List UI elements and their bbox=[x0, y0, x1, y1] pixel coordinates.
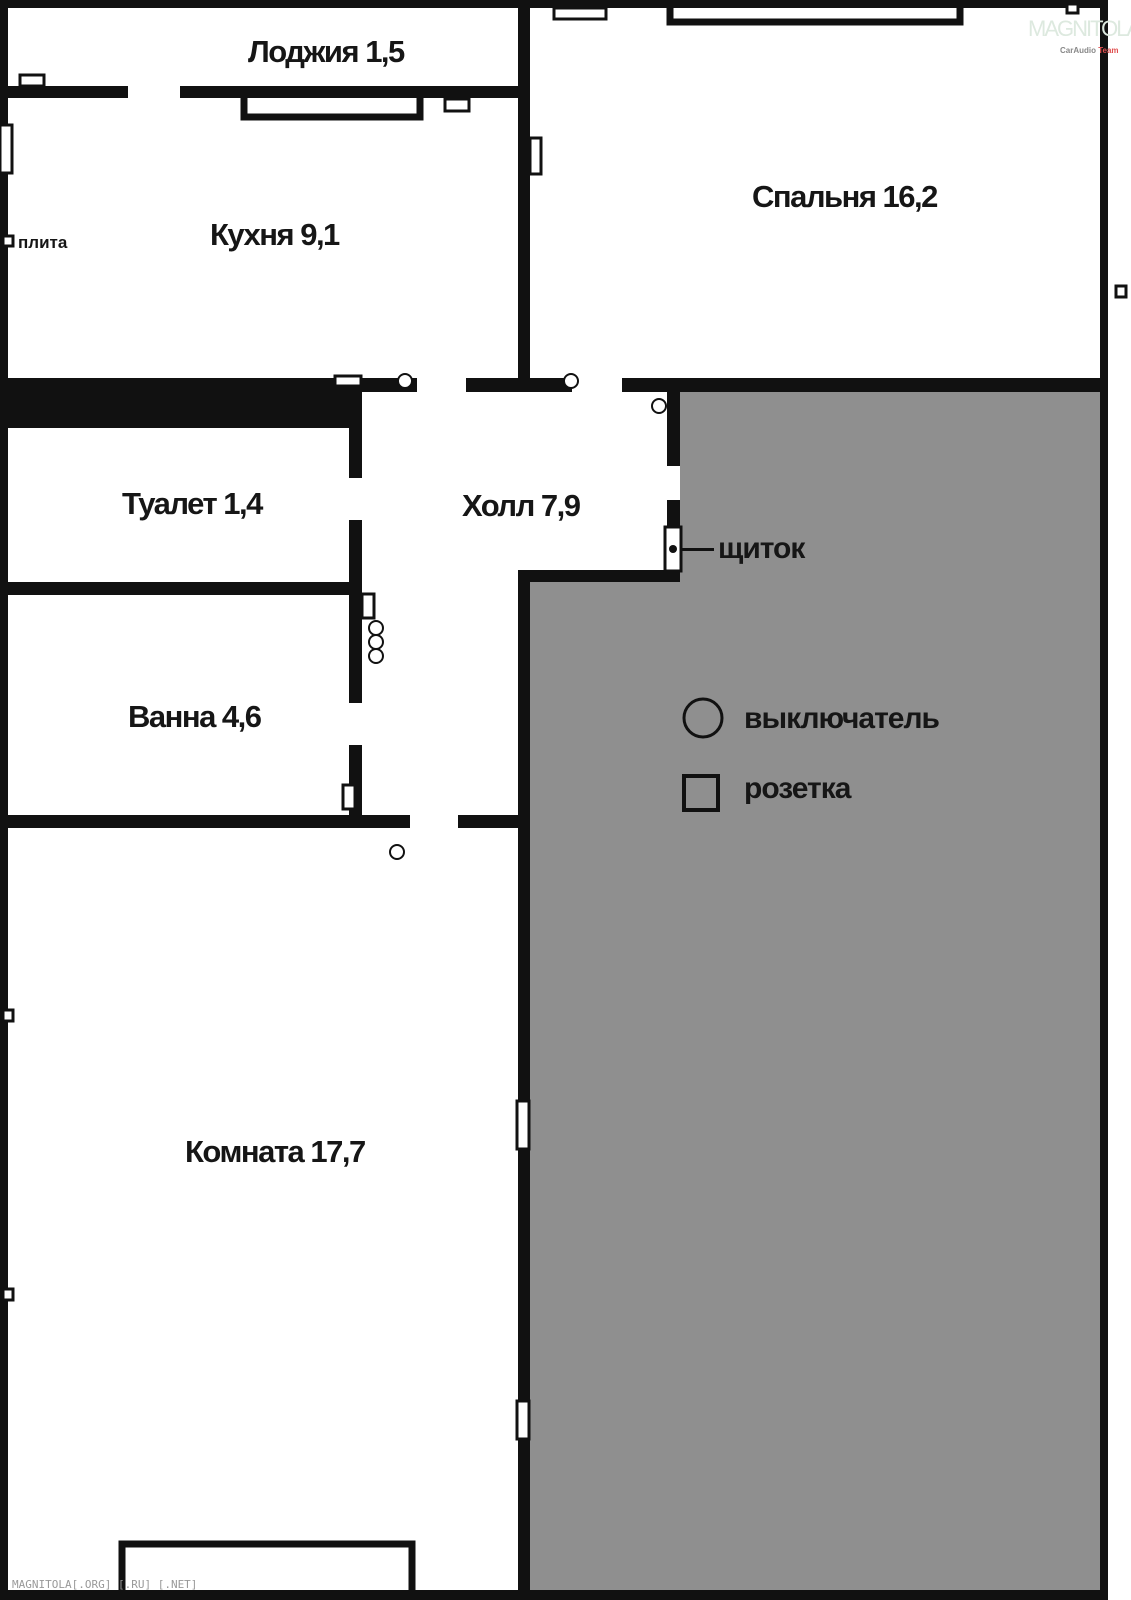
outlet-icon bbox=[528, 136, 543, 176]
watermark: MAGNITOLA[.ORG] [.RU] [.NET] bbox=[12, 1578, 197, 1591]
logo-name: MAGNITOLA bbox=[1028, 16, 1131, 41]
room-label-bath: Ванна 4,6 bbox=[128, 699, 262, 734]
switch-icon bbox=[368, 634, 384, 650]
room-label-toilet: Туалет 1,4 bbox=[122, 486, 264, 521]
switch-icon bbox=[368, 648, 384, 664]
outlet-icon bbox=[333, 374, 363, 388]
switch-icon bbox=[389, 844, 405, 860]
outlet-icon bbox=[360, 592, 376, 620]
electrical-panel-icon bbox=[663, 525, 714, 573]
stove-label: плита bbox=[18, 233, 68, 252]
room-label-bedroom: Спальня 16,2 bbox=[752, 179, 937, 214]
panel-label: щиток bbox=[718, 532, 806, 565]
outlet-icon bbox=[18, 73, 46, 88]
window-kitchen bbox=[240, 88, 424, 121]
outlet-icon bbox=[1, 1287, 15, 1302]
window-bedroom bbox=[666, 0, 964, 26]
outlet-icon bbox=[515, 1099, 531, 1151]
outlet-icon bbox=[341, 783, 357, 811]
room-label-kitchen: Кухня 9,1 bbox=[210, 217, 340, 252]
window-room bbox=[118, 1540, 416, 1598]
outlet-icon bbox=[1065, 2, 1080, 15]
outlet-icon bbox=[443, 97, 471, 113]
room-label-hall: Холл 7,9 bbox=[462, 488, 581, 523]
legend-switch-icon bbox=[682, 697, 724, 739]
switch-icon bbox=[651, 398, 667, 414]
outlet-icon bbox=[1, 1008, 15, 1023]
room-label-loggia: Лоджия 1,5 bbox=[248, 34, 405, 69]
outlet-icon bbox=[552, 6, 608, 21]
outlet-icon bbox=[515, 1399, 531, 1441]
switch-icon bbox=[397, 373, 413, 389]
outlets bbox=[0, 2, 1128, 1441]
outlet-icon bbox=[0, 123, 14, 175]
legend-outlet-icon bbox=[682, 774, 720, 812]
windows bbox=[118, 0, 964, 1598]
room-label-room: Комната 17,7 bbox=[185, 1134, 365, 1169]
logo: MAGNITOLA CarAudio Team bbox=[1028, 16, 1131, 55]
switch-icon bbox=[368, 620, 384, 636]
legend-outlet-label: розетка bbox=[744, 772, 852, 805]
switch-icon bbox=[563, 373, 579, 389]
switches bbox=[368, 373, 667, 860]
outlet-icon bbox=[1, 234, 15, 248]
legend-switch-label: выключатель bbox=[744, 702, 940, 735]
unused-area bbox=[530, 392, 1100, 1590]
outlet-icon bbox=[1114, 284, 1128, 299]
logo-subtitle: CarAudio Team bbox=[1060, 46, 1119, 55]
